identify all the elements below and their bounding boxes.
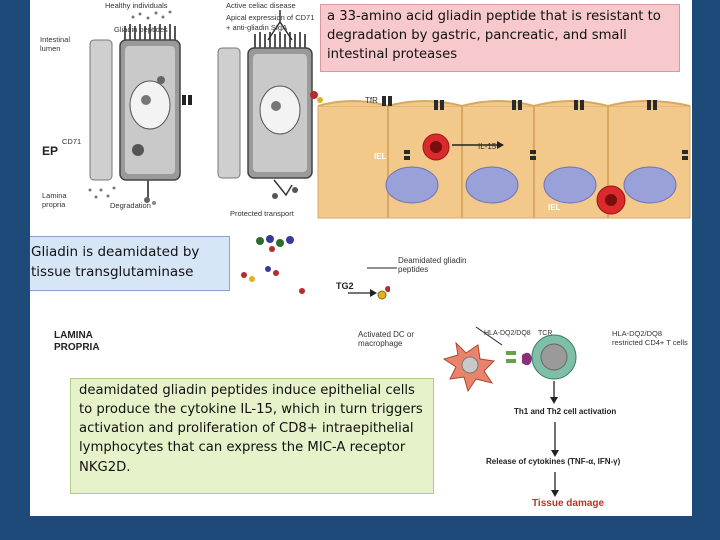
label-iel-2: IEL (548, 203, 561, 212)
tg2-arrowhead (370, 289, 377, 297)
iel-cells (422, 133, 626, 215)
tfr-receptors (382, 96, 688, 160)
label-tfr: TfR (365, 96, 378, 105)
label-iel-1: IEL (374, 152, 387, 161)
deamidated-peptides (377, 286, 390, 300)
label-lamina-propria: Lamina propria (42, 191, 67, 209)
epithelium-illustration (317, 96, 691, 219)
label-protected-transport: Protected transport (230, 209, 294, 218)
label-hla-restricted: HLA-DQ2/DQ8 restricted CD4+ T cells (612, 329, 688, 347)
callout-il15: deamidated gliadin peptides induce epith… (70, 378, 434, 494)
dc-pointer (475, 326, 503, 346)
activation-arrowhead (550, 397, 558, 404)
label-anti-gliadin: + anti-gliadin SIgA (226, 23, 288, 32)
il15-arrowhead (497, 141, 504, 149)
label-deamidated: Deamidated gliadin peptides (398, 256, 467, 275)
label-lamina-propria-heading: LAMINA PROPRIA (54, 330, 100, 353)
label-degradation: Degradation (110, 201, 151, 210)
label-release-cytokines: Release of cytokines (TNF-α, IFN-γ) (486, 457, 621, 466)
label-intestinal-lumen: Intestinal lumen (40, 35, 71, 53)
label-activated-dc: Activated DC or macrophage (358, 330, 415, 349)
dendritic-cell (442, 341, 496, 393)
label-tcr: TCR (538, 330, 553, 337)
enterocyte-illustration (88, 10, 323, 205)
damage-arrow (551, 472, 559, 497)
callout-deamidation: Gliadin is deamidated by tissue transglu… (30, 236, 230, 291)
label-gliadin-peptides: Gliadin peptides (114, 25, 168, 34)
gliadin-dots (88, 10, 172, 199)
label-th-activation: Th1 and Th2 cell activation (514, 407, 617, 416)
t-cell (531, 334, 577, 380)
label-tg2: TG2 (336, 281, 354, 291)
neighbor-cell (89, 39, 113, 181)
tg2-illustration (241, 235, 390, 300)
callout-gliadin-peptide: a 33-amino acid gliadin peptide that is … (320, 4, 680, 72)
celiac-enterocyte (247, 10, 313, 199)
neighbor-cell (217, 47, 241, 179)
mhc-tcr (506, 351, 532, 366)
label-celiac: Active celiac disease (226, 1, 296, 10)
slide: Healthy individuals Gliadin peptides Int… (30, 0, 692, 516)
receptor-dots (310, 91, 323, 103)
label-hla-dq: HLA-DQ2/DQ8 (484, 330, 531, 337)
nuclei (385, 166, 677, 204)
gliadin-complex (241, 235, 305, 294)
healthy-enterocyte (119, 24, 181, 205)
label-cd71: CD71 (62, 137, 82, 146)
cytokine-arrow (551, 422, 559, 457)
label-apical: Apical expression of CD71 (226, 13, 315, 22)
label-il15: IL-15 (478, 142, 497, 151)
label-tissue-damage: Tissue damage (532, 498, 605, 509)
label-ep: EP (42, 144, 59, 158)
immune-synapse-illustration (442, 326, 577, 404)
deamidated-pointer (367, 267, 397, 269)
label-healthy: Healthy individuals (105, 1, 168, 10)
